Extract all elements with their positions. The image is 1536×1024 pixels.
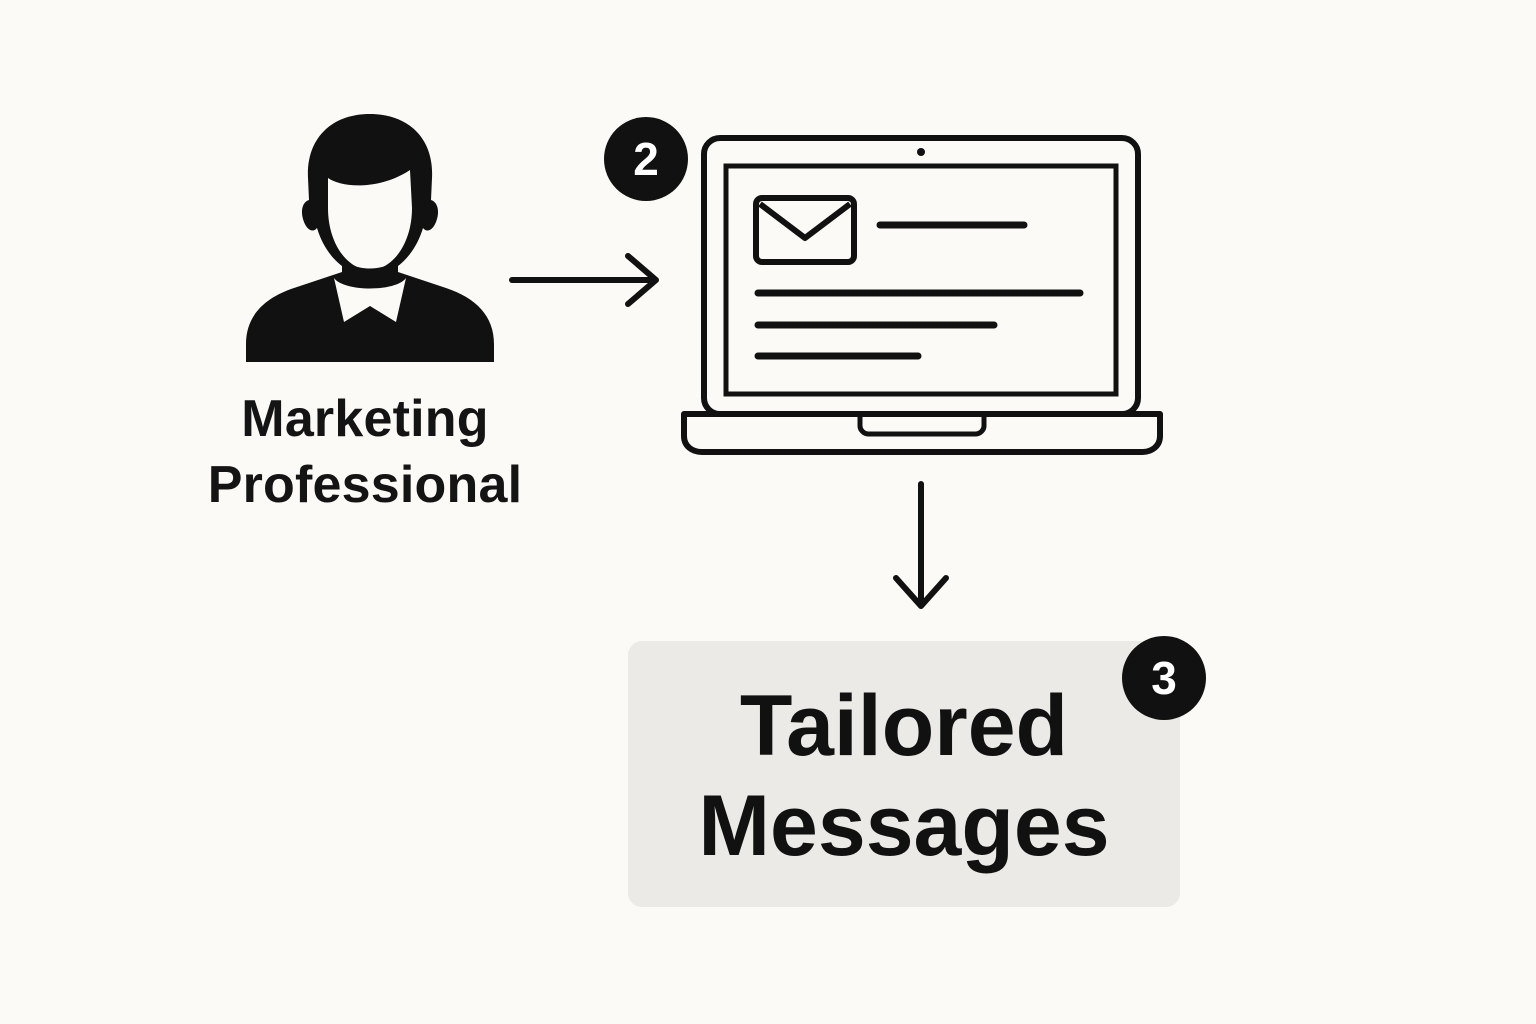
arrow-right-icon: [509, 253, 659, 307]
step-badge-3: 3: [1122, 636, 1206, 720]
arrow-down-icon: [893, 481, 949, 609]
step-badge-2: 2: [604, 117, 688, 201]
result-label: Tailored Messages: [628, 676, 1180, 876]
result-label-line2: Messages: [698, 778, 1110, 874]
person-label-line2: Professional: [207, 456, 523, 514]
result-box: [628, 641, 1180, 907]
result-label-line1: Tailored: [739, 678, 1069, 774]
laptop-email-icon: [681, 135, 1163, 455]
person-label-line1: Marketing: [241, 390, 489, 448]
user-silhouette-icon: [246, 114, 494, 362]
person-label: Marketing Professional: [180, 386, 550, 518]
